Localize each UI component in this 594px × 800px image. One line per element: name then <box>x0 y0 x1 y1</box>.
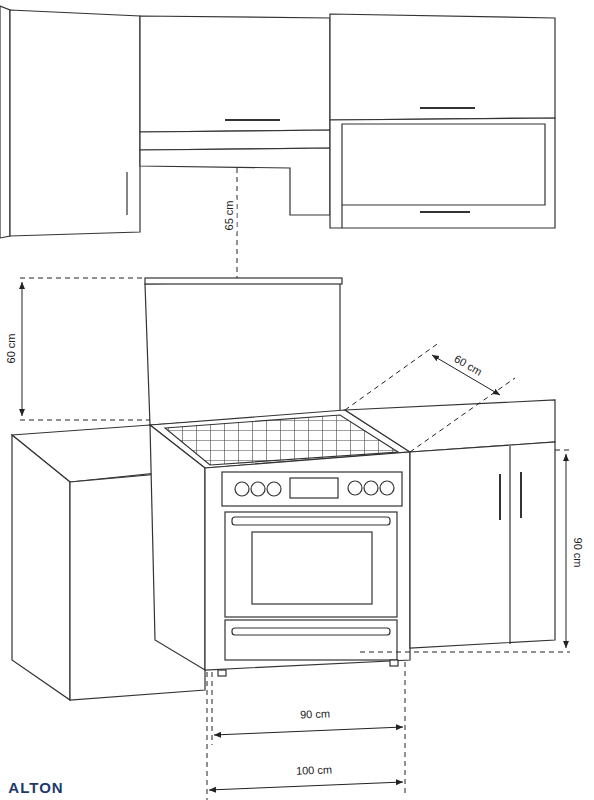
dimension-label: 60 cm <box>450 351 486 379</box>
dimension-label: 60 cm <box>6 331 19 365</box>
brand-logo: ALTON <box>8 780 63 796</box>
dimension-label: 90 cm <box>572 535 585 569</box>
dimension-label: 65 cm <box>224 198 237 232</box>
dimension-label: 100 cm <box>294 763 335 777</box>
dimension-label: 90 cm <box>298 707 332 721</box>
